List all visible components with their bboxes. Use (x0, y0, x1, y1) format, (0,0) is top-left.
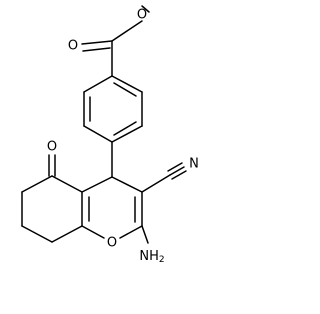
bond-carbonyl-c-o-double-b (82, 47, 111, 52)
bond-c4a-c5 (51, 175, 83, 193)
bond-benz-inner-2 (113, 121, 137, 136)
atom-labels: O O O N O NH2 (47, 8, 199, 266)
bond-cn-triple-b (167, 162, 183, 172)
bond-c3-cn (141, 174, 171, 193)
molecule-drawing: O O O N O NH2 (21, 5, 199, 266)
bond-c4-c3 (111, 176, 143, 193)
amino-subscript: 2 (159, 255, 165, 265)
bond-benz-1 (83, 75, 113, 93)
bond-c2-n (141, 225, 149, 244)
bond-methyl-o (141, 5, 150, 13)
nitrile-nitrogen: N (189, 157, 199, 172)
bond-ring-o-c8a (81, 225, 105, 239)
bond-benz-4 (111, 125, 143, 143)
chemical-structure-figure: O O O N O NH2 (21, 5, 199, 266)
bond-carbonyl-c-o-double-a (81, 40, 113, 45)
bond-benz-6 (111, 75, 143, 93)
bond-o-carbonyl-c (111, 20, 143, 42)
ester-oxygen-methoxy: O (137, 8, 147, 23)
amino-nh: NH (139, 249, 159, 264)
bond-c5-c6 (21, 175, 53, 193)
bond-cn-triple-c (171, 170, 187, 180)
bond-benz-inner-3 (113, 82, 137, 97)
amino-group: NH2 (139, 249, 164, 266)
bonds (21, 5, 187, 244)
bond-c2-ring-o (119, 225, 143, 239)
bond-c8-c8a (51, 225, 83, 243)
ketone-oxygen: O (47, 140, 57, 155)
ring-oxygen: O (107, 236, 117, 251)
ester-oxygen-carbonyl: O (68, 39, 78, 54)
bond-c4-c4a (81, 176, 113, 193)
bond-cn-triple-a (169, 166, 185, 176)
bond-c7-c8 (21, 225, 53, 243)
bond-benz-3 (83, 125, 113, 143)
